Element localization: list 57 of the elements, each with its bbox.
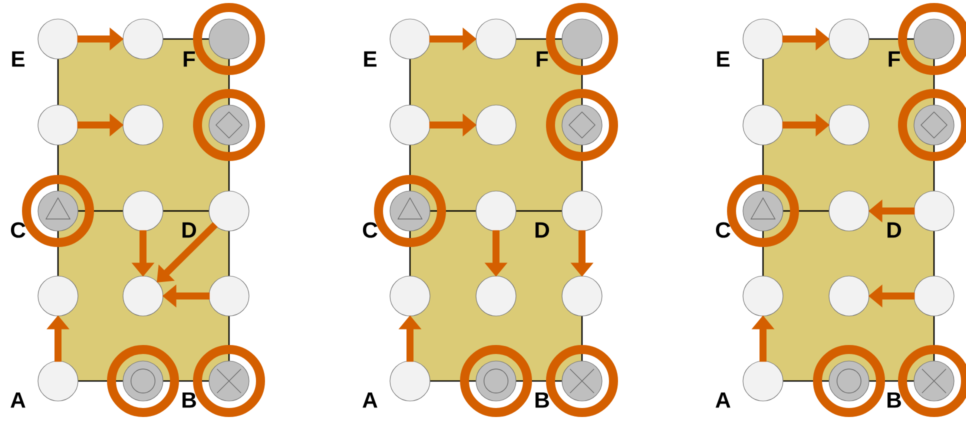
corner-label: E (12, 51, 24, 67)
ringed-circle (813, 345, 885, 417)
circle-node (208, 276, 250, 316)
circle-node (122, 18, 164, 60)
corner-label: F (536, 51, 548, 67)
circle-node (390, 276, 430, 316)
corner-label: B (182, 392, 196, 408)
ringed-circle (107, 345, 179, 417)
ringed-circle (193, 3, 265, 75)
circle-node (742, 276, 784, 316)
corner-label: D (888, 222, 902, 238)
corner-label: B (888, 392, 901, 408)
circle-node (476, 190, 516, 232)
circle-node (914, 190, 954, 232)
circle-node (122, 104, 164, 146)
circle-node (828, 276, 870, 316)
corner-label: A (716, 392, 730, 408)
corner-label: D (536, 222, 550, 238)
corner-label: E (364, 51, 376, 67)
circle-node (476, 18, 516, 60)
circle-node (828, 104, 870, 146)
circle-node (390, 104, 430, 146)
circle-node (914, 276, 954, 316)
circle-node (742, 104, 784, 146)
corner-label: E (717, 51, 730, 67)
corner-label: F (184, 51, 195, 67)
circle-node (390, 360, 430, 402)
circle-node (828, 18, 870, 60)
circle-node (742, 360, 784, 402)
corner-label: C (362, 222, 378, 238)
circle-node (122, 190, 164, 232)
ringed-circle (898, 89, 966, 161)
ringed-circle (546, 89, 618, 161)
ringed-circle (546, 3, 618, 75)
corner-label: C (10, 222, 26, 238)
corner-label: D (182, 222, 196, 238)
circle-node (562, 276, 602, 316)
corner-label: A (10, 392, 26, 408)
circle-node (562, 190, 602, 232)
ringed-circle (898, 3, 966, 75)
circle-node (742, 18, 784, 60)
corner-label: A (362, 392, 378, 408)
circle-node (390, 18, 430, 60)
circle-node (828, 190, 870, 232)
corner-label: C (716, 222, 730, 238)
ringed-circle (193, 89, 265, 161)
corner-label: F (888, 51, 900, 67)
corner-label: B (536, 392, 549, 408)
circle-node (38, 18, 78, 60)
circle-node (476, 276, 516, 316)
ringed-circle (460, 345, 532, 417)
circle-node (38, 276, 78, 316)
circle-node (476, 104, 516, 146)
circle-node (122, 276, 164, 316)
circle-node (208, 190, 250, 232)
circle-node (38, 360, 78, 402)
circle-node (38, 104, 78, 146)
